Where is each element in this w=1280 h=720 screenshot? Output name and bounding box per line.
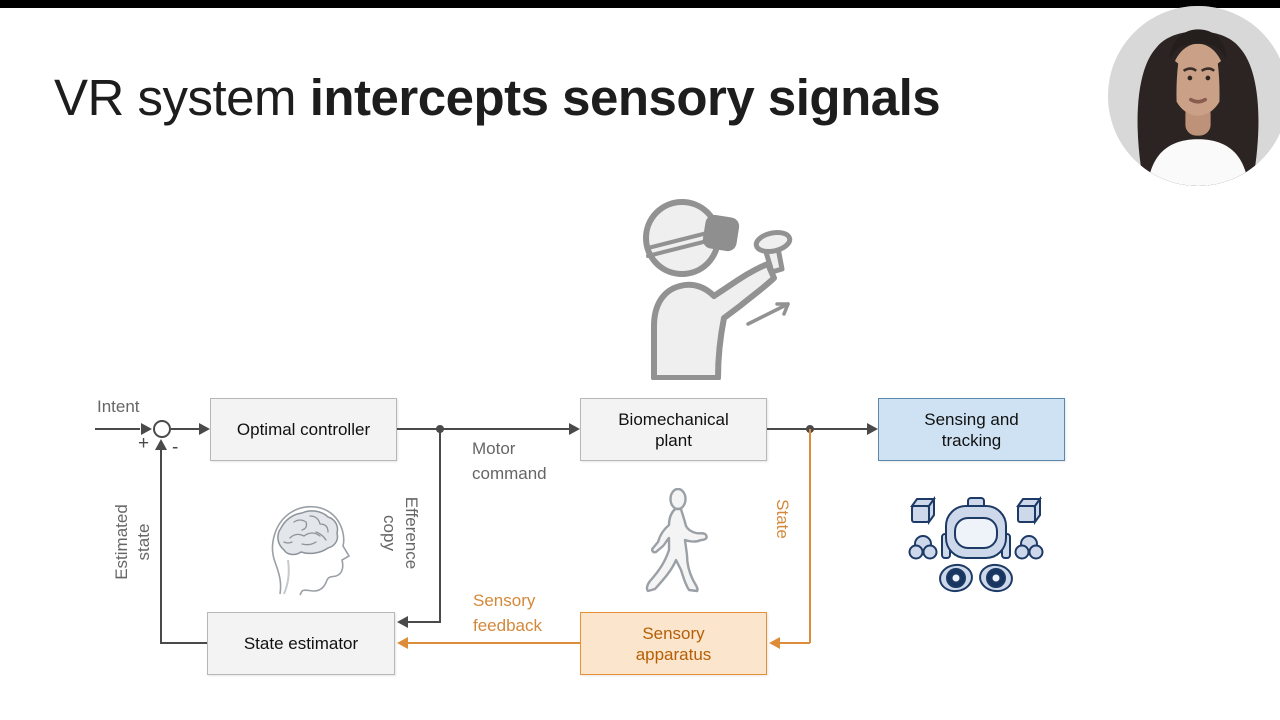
page-title: VR system intercepts sensory signals	[54, 68, 941, 127]
plant-to-sensing-line	[767, 428, 867, 430]
optimal-controller-label: Optimal controller	[236, 420, 371, 439]
sensory-feedback-arrowhead	[397, 637, 408, 649]
sum-minus-sign: -	[172, 437, 179, 458]
state-arrowhead	[769, 637, 780, 649]
sum-to-controller-line	[171, 428, 199, 430]
efference-copy-arrowhead	[397, 616, 408, 628]
sensory-feedback-label: Sensory feedback	[473, 591, 542, 635]
controller-to-plant-arrowhead	[569, 423, 580, 435]
estimated-state-hline	[161, 642, 207, 644]
title-emphasis: intercepts sensory signals	[309, 69, 941, 126]
vr-headset-trackers-icon	[908, 495, 1044, 593]
motor-command-label: Motor command	[472, 439, 547, 483]
sensing-tracking-label: Sensing and tracking	[924, 409, 1019, 450]
estimated-state-vline	[160, 449, 162, 644]
state-hline	[779, 642, 810, 644]
brain-profile-icon	[271, 505, 351, 596]
state-vline	[809, 429, 811, 643]
sum-plus-sign: +	[138, 433, 150, 454]
state-label: State	[773, 499, 792, 539]
state-estimator-box: State estimator	[207, 612, 395, 675]
presenter-avatar	[1108, 6, 1280, 186]
sensory-apparatus-label: Sensory apparatus	[635, 623, 712, 664]
sensing-tracking-box: Sensing and tracking	[878, 398, 1065, 461]
efference-copy-hline	[408, 621, 441, 623]
walking-person-icon	[645, 488, 708, 593]
biomechanical-plant-box: Biomechanical plant	[580, 398, 767, 461]
sensory-apparatus-box: Sensory apparatus	[580, 612, 767, 675]
efference-copy-label: Efference copy	[380, 496, 421, 570]
intent-arrowhead	[141, 423, 152, 435]
sum-to-controller-arrowhead	[199, 423, 210, 435]
intent-label: Intent	[97, 397, 140, 416]
title-regular: VR system	[54, 69, 310, 126]
plant-to-sensing-arrowhead	[867, 423, 878, 435]
presenter-webcam	[1108, 6, 1280, 186]
summing-junction	[153, 420, 171, 438]
controller-to-plant-line	[397, 428, 569, 430]
optimal-controller-box: Optimal controller	[210, 398, 397, 461]
sensory-feedback-line	[408, 642, 580, 644]
state-estimator-label: State estimator	[243, 634, 359, 653]
vr-user-icon	[643, 199, 793, 380]
estimated-state-arrowhead	[155, 439, 167, 450]
estimated-state-label: Estimated state	[112, 504, 153, 580]
intent-arrow-line	[95, 428, 140, 430]
biomechanical-plant-label: Biomechanical plant	[618, 409, 729, 450]
efference-copy-vline	[439, 429, 441, 622]
letterbox-bar	[0, 0, 1280, 8]
